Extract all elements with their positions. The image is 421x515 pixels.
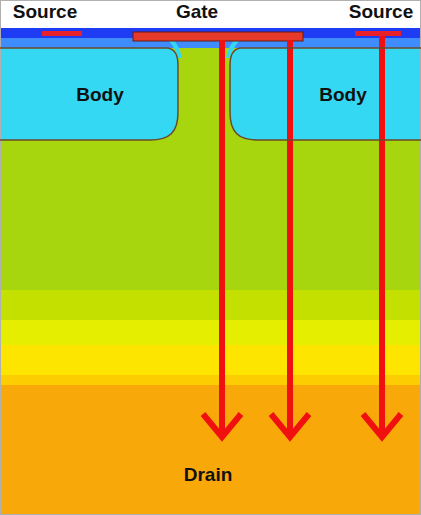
current-arrows: [203, 36, 401, 437]
doping-band: [0, 320, 421, 345]
region-outline: [230, 48, 421, 140]
doping-band: [0, 375, 421, 385]
drain-region: Drain: [0, 385, 421, 515]
doping-band: [0, 290, 421, 320]
region-label: Body: [319, 84, 367, 106]
arrow-head: [363, 414, 401, 437]
doping-band: [0, 345, 421, 375]
terminal-label: Gate: [176, 1, 218, 23]
source-contact: [355, 31, 401, 36]
body-region: Body: [226, 45, 421, 145]
region-label: Drain: [184, 464, 233, 486]
terminal-label: Source: [349, 1, 413, 23]
drift-region: [0, 28, 421, 515]
body-region: [0, 48, 178, 140]
arrow-head: [203, 414, 241, 437]
terminal-label: Source: [13, 1, 77, 23]
current-arrow: [287, 40, 293, 436]
current-arrow: [379, 36, 385, 436]
drain-region: [0, 385, 421, 515]
current-arrow: [219, 40, 225, 436]
gate-electrode: [133, 32, 303, 41]
arrow-head: [271, 414, 309, 437]
region-label: Body: [76, 84, 124, 106]
body-region: Body: [0, 45, 182, 145]
region-outline: [0, 48, 178, 140]
source-contact: [42, 31, 82, 36]
body-region: [230, 48, 421, 140]
